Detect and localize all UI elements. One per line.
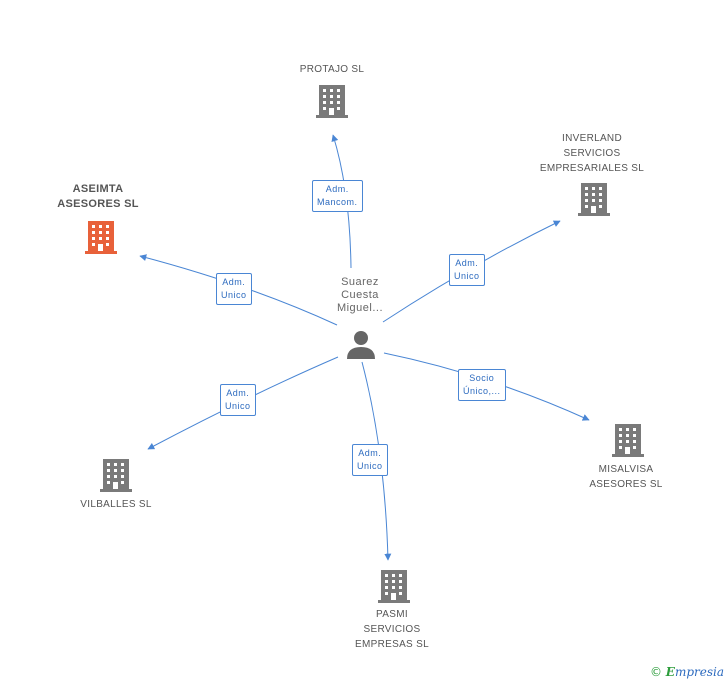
node-vilballes[interactable]: VILBALLES SL — [80, 499, 152, 510]
building-icon[interactable] — [100, 458, 132, 492]
building-icon[interactable] — [578, 182, 610, 216]
person-name[interactable]: Suarez Cuesta Miguel... — [336, 276, 384, 314]
node-protajo[interactable]: PROTAJO SL — [270, 62, 394, 77]
person-icon[interactable] — [346, 330, 376, 360]
node-label: PROTAJO SL — [299, 64, 365, 75]
edge-label-misalvisa[interactable]: Socio Único,... — [458, 369, 506, 401]
edge-label-inverland[interactable]: Adm. Unico — [449, 254, 485, 286]
edge-label-vilballes[interactable]: Adm. Unico — [220, 384, 256, 416]
copyright-icon: © — [649, 665, 662, 679]
building-icon[interactable] — [378, 569, 410, 603]
brand-logo: © Empresia — [649, 665, 724, 679]
edge-label-pasmi[interactable]: Adm. Unico — [352, 444, 388, 476]
edge-label-protajo[interactable]: Adm. Mancom. — [312, 180, 363, 212]
building-icon[interactable] — [316, 84, 348, 118]
node-inverland[interactable]: INVERLAND SERVICIOS EMPRESARIALES SL — [539, 133, 645, 174]
edge-label-aseimta[interactable]: Adm. Unico — [216, 273, 252, 305]
node-pasmi[interactable]: PASMI SERVICIOS EMPRESAS SL — [355, 609, 429, 650]
node-aseimta[interactable]: ASEIMTA ASESORES SL — [57, 183, 139, 210]
building-icon[interactable] — [85, 220, 117, 254]
building-icon[interactable] — [612, 423, 644, 457]
node-misalvisa[interactable]: MISALVISA ASESORES SL — [589, 464, 663, 490]
